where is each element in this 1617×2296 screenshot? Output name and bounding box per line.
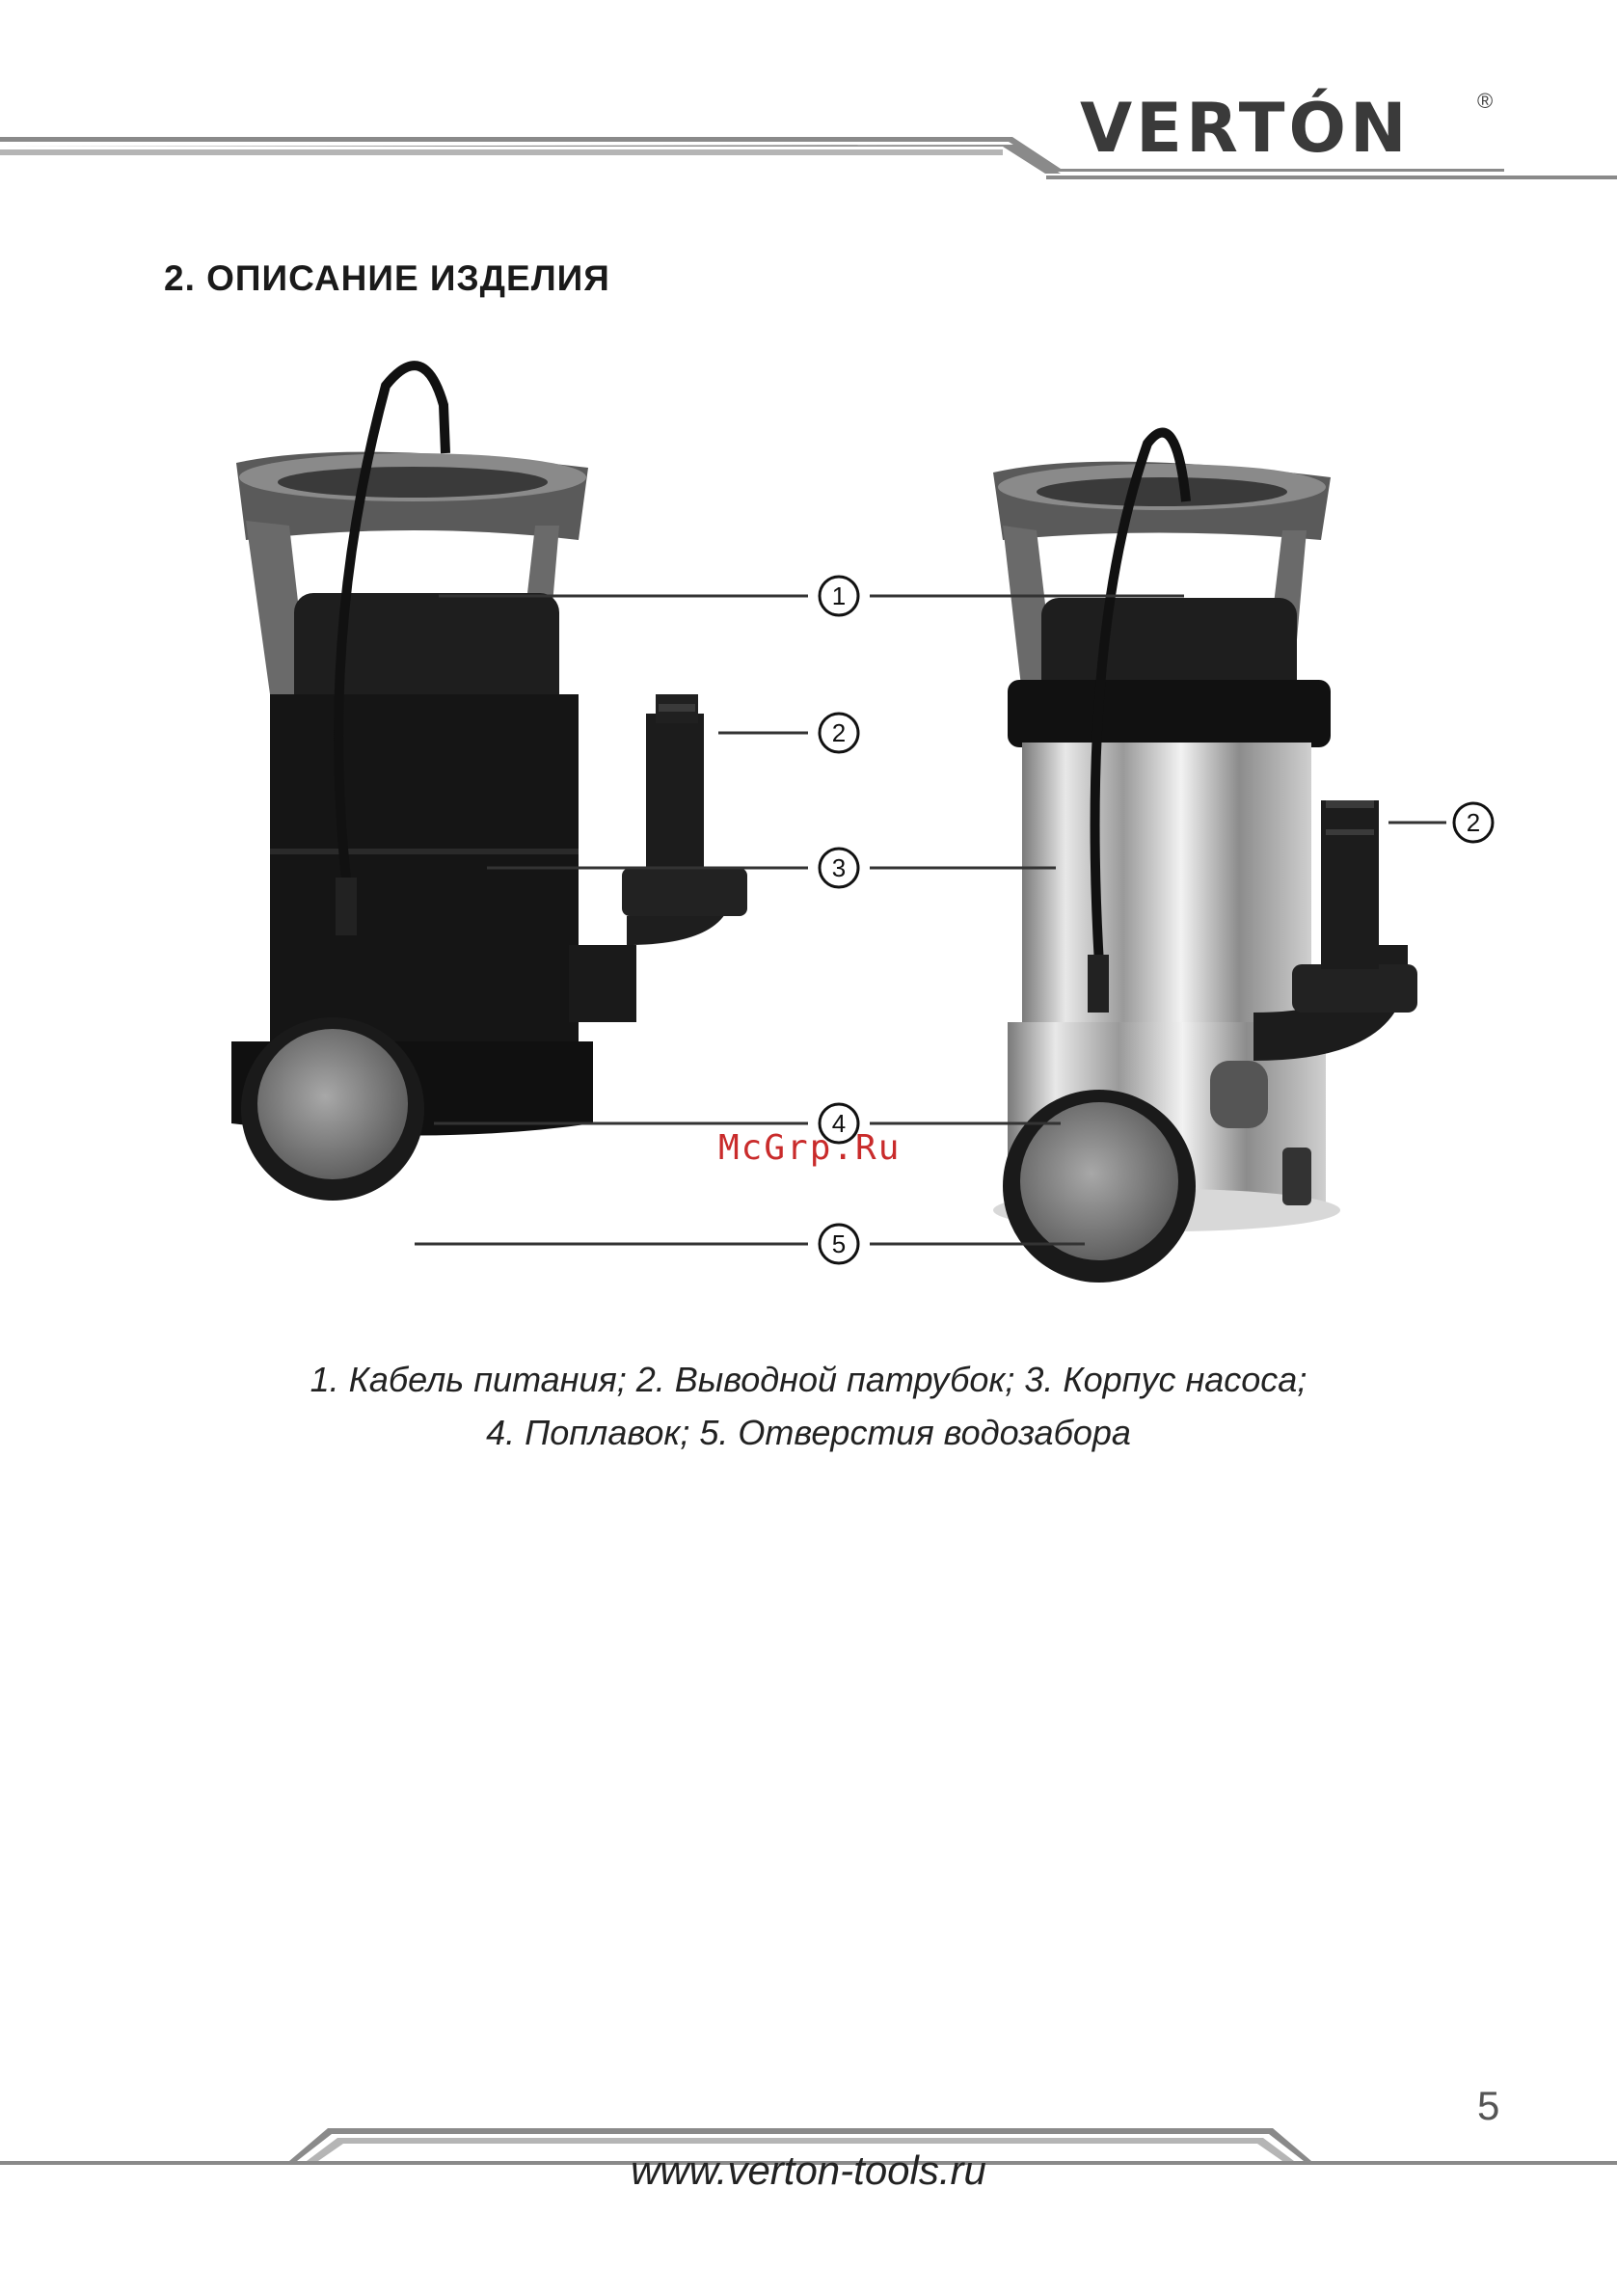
callout-1: 1 [820,577,858,615]
pump-stainless [993,433,1417,1283]
pump-black [231,365,747,1201]
figure-caption-line-1: 1. Кабель питания; 2. Выводной патрубок;… [0,1363,1617,1397]
footer-url[interactable]: www.verton-tools.ru [0,2147,1617,2194]
brand-logo: VERTÓN [1080,95,1411,162]
callout-3-label: 3 [832,853,846,882]
product-figure: 1 2 3 4 5 2 [0,347,1617,1331]
callout-2-stainless-label: 2 [1467,808,1480,837]
watermark: McGrp.Ru [718,1128,901,1168]
callout-5-label: 5 [832,1229,846,1258]
registered-mark: ® [1477,89,1493,114]
callout-2-label: 2 [832,718,846,747]
callout-3: 3 [820,849,858,887]
callout-2: 2 [820,714,858,752]
figure-caption-line-2: 4. Поплавок; 5. Отверстия водозабора [0,1416,1617,1450]
callout-5: 5 [820,1225,858,1263]
section-title: 2. ОПИСАНИЕ ИЗДЕЛИЯ [164,260,610,296]
callout-2-stainless: 2 [1454,803,1493,842]
callout-1-label: 1 [832,581,846,610]
